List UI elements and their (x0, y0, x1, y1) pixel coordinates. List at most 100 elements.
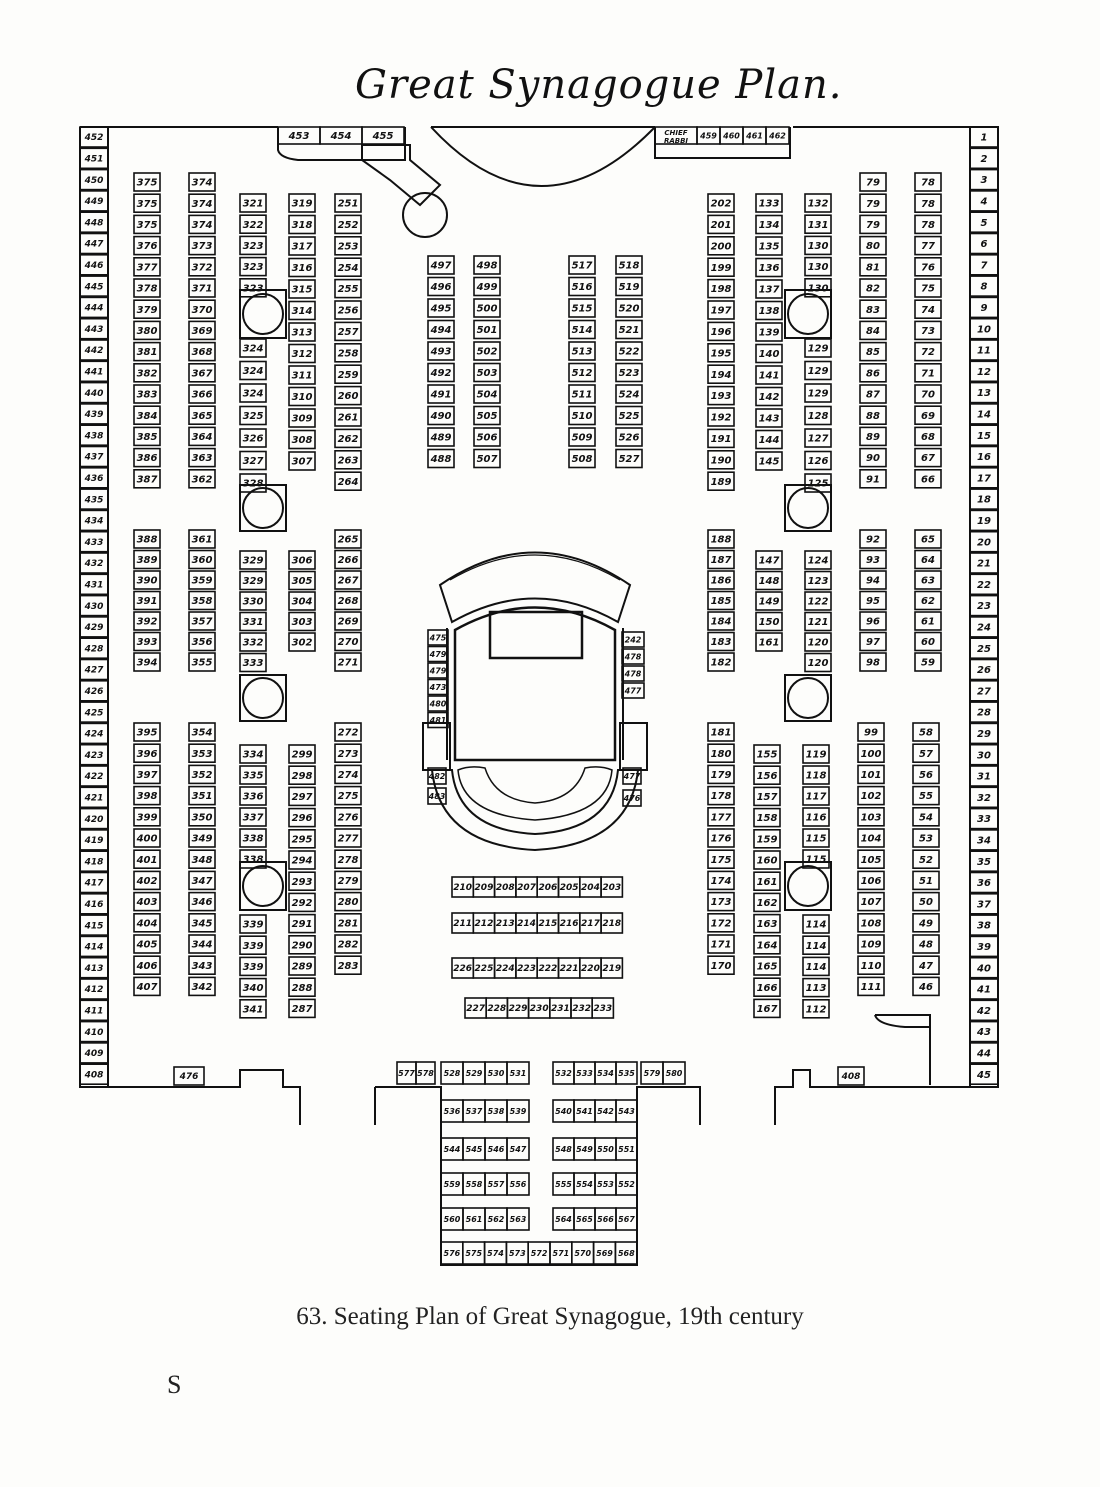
seat-box (239, 744, 267, 764)
seat: 518 (619, 261, 640, 272)
seat: 182 (711, 658, 732, 669)
seat-box (79, 466, 109, 489)
seat-box (753, 828, 781, 849)
seat: 318 (292, 220, 313, 231)
seat: 139 (759, 328, 780, 339)
seat: 323 (243, 241, 264, 252)
seat-box (802, 807, 830, 827)
seat-box (804, 550, 832, 570)
seat-box (707, 722, 735, 742)
seat-box (288, 570, 316, 591)
seat: 94 (866, 576, 880, 587)
seat-box (334, 652, 362, 672)
seat: 500 (477, 304, 498, 315)
seat-box (914, 256, 942, 277)
seat: 488 (430, 454, 452, 465)
seat-box (707, 236, 735, 256)
seat: 28 (977, 708, 991, 719)
seat-box (615, 341, 643, 361)
seat-box (288, 343, 316, 364)
seat-box (288, 451, 316, 471)
seat-box (912, 806, 940, 827)
seat: 181 (711, 728, 732, 739)
seat-box (600, 876, 624, 898)
seat: 324 (243, 389, 264, 400)
seat-box (133, 384, 161, 404)
seat-box (188, 955, 216, 976)
seat-box (857, 722, 885, 742)
seat-box (857, 806, 885, 827)
seat: 19 (977, 516, 991, 527)
seat: 40 (976, 963, 991, 974)
seat: 114 (806, 920, 827, 931)
seat: 180 (711, 749, 732, 760)
seat-box (914, 362, 942, 383)
seat: 311 (292, 371, 313, 382)
seat: 412 (84, 985, 104, 995)
seat-box (79, 403, 109, 425)
seat: 72 (921, 347, 935, 358)
seat: 351 (192, 791, 213, 802)
seat-box (188, 652, 216, 672)
seat: 85 (866, 347, 880, 358)
seat-box (755, 257, 783, 278)
apse-curve (430, 126, 656, 187)
seat: 109 (861, 940, 882, 951)
seat: 340 (243, 983, 264, 994)
seat-box (288, 257, 316, 278)
seat: 550 (597, 1145, 614, 1154)
seat: 279 (338, 876, 359, 887)
seat-box (334, 385, 362, 406)
seat-box (188, 828, 216, 848)
seat-box (755, 408, 783, 428)
seat-box (912, 722, 940, 742)
seat: 213 (496, 919, 515, 929)
seat: 567 (618, 1215, 635, 1224)
seat: 73 (921, 326, 935, 337)
seat: 270 (338, 637, 359, 648)
seat-box (288, 786, 316, 807)
seat-box (859, 405, 887, 426)
outer-wall-left (79, 127, 301, 1125)
seat-box (188, 529, 216, 549)
seat-box (857, 912, 885, 933)
chief-rabbi-label: RABBI (664, 137, 688, 145)
seat: 397 (137, 770, 158, 781)
seat-box (802, 977, 830, 998)
seat-box (914, 172, 942, 192)
seat: 175 (711, 855, 732, 866)
seat: 97 (866, 637, 880, 648)
seat-box (473, 405, 501, 426)
seat-box (239, 570, 267, 591)
seat-box (133, 806, 161, 827)
seat-box (133, 426, 161, 447)
seat: 388 (137, 535, 158, 546)
seat: 324 (243, 366, 264, 377)
seat: 475 (429, 633, 447, 642)
seat: 533 (576, 1069, 593, 1078)
seat: 173 (711, 897, 732, 908)
seat: 70 (921, 390, 935, 401)
seat-box (239, 611, 267, 632)
seat-box (662, 1061, 686, 1085)
seat: 263 (338, 455, 359, 466)
seat: 88 (866, 411, 880, 422)
seat-box (859, 468, 887, 489)
seat: 1 (981, 133, 988, 144)
seat: 353 (192, 749, 213, 760)
seat-box (859, 570, 887, 590)
seat-box (239, 550, 267, 570)
seat-box (506, 1207, 530, 1231)
seat-box (912, 743, 940, 764)
seat-box (914, 214, 942, 235)
seat-box (914, 405, 942, 426)
seat: 228 (487, 1004, 506, 1014)
seat: 120 (808, 658, 829, 669)
seat: 262 (338, 434, 359, 445)
seat: 289 (292, 962, 313, 973)
seat-box (79, 254, 109, 276)
seat-box (188, 235, 216, 256)
seat-box (969, 1042, 999, 1064)
seat: 81 (866, 262, 880, 273)
seat: 454 (330, 131, 352, 142)
